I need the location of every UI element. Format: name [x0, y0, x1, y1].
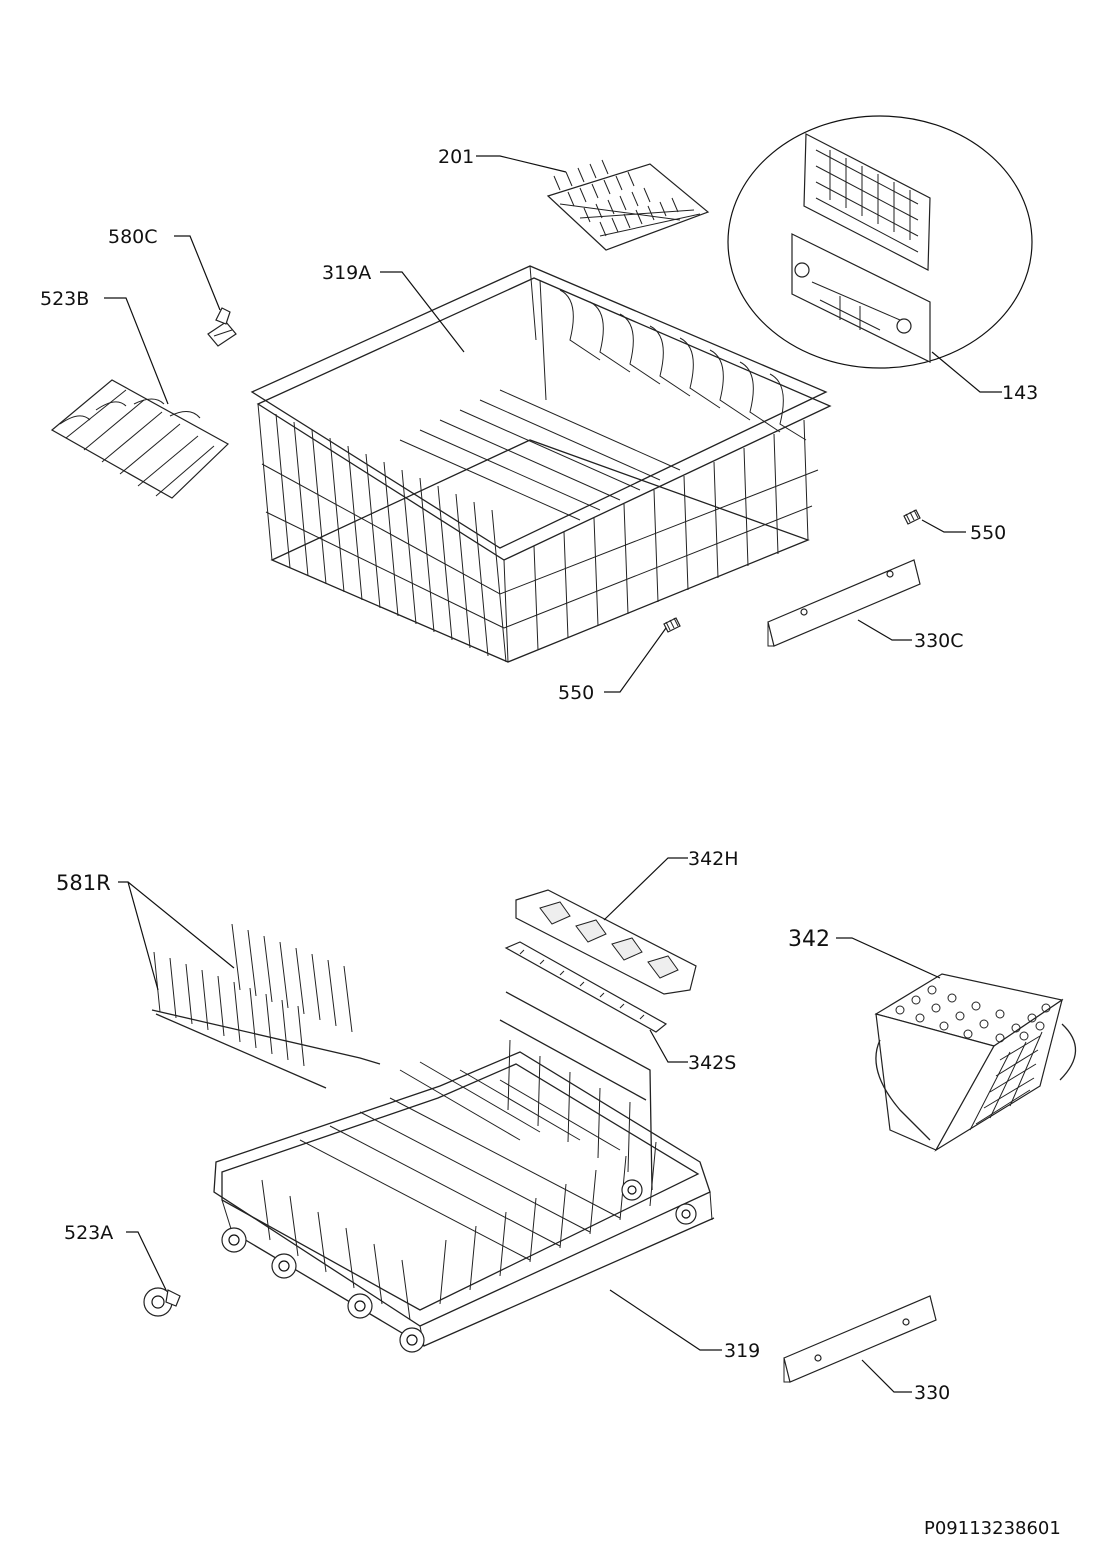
label-330: 330 — [914, 1382, 950, 1404]
diagram-code: P09113238601 — [924, 1518, 1061, 1539]
leader-lines — [104, 155, 1002, 1393]
part-523a-wheel — [143, 1287, 181, 1317]
label-330c: 330C — [914, 630, 964, 652]
label-550-left: 550 — [558, 682, 594, 704]
label-342s: 342S — [688, 1052, 736, 1074]
part-342s-strip — [504, 941, 668, 1033]
label-581r: 581R — [56, 871, 111, 895]
part-319-lower-basket — [213, 991, 715, 1347]
part-523b-cup-shelf — [50, 379, 230, 499]
label-580c: 580C — [108, 226, 158, 248]
part-330-rail — [783, 1295, 937, 1383]
part-550-spring-left — [663, 617, 681, 633]
part-143-inset — [727, 115, 1033, 369]
part-330c-rail — [767, 559, 921, 647]
label-201: 201 — [438, 146, 474, 168]
part-319a-upper-basket — [250, 265, 832, 663]
label-342h: 342H — [688, 848, 739, 870]
part-550-spring-right — [903, 509, 921, 525]
label-143: 143 — [1002, 382, 1038, 404]
part-342-cutlery-basket — [874, 973, 1077, 1152]
part-580c-clip — [207, 307, 237, 347]
part-581r-tine-rack — [151, 923, 381, 1089]
part-labels: 201 580C 523B 319A 143 550 550 330C 581R… — [40, 146, 1061, 1539]
label-342: 342 — [788, 927, 830, 952]
label-319: 319 — [724, 1340, 760, 1362]
wheel-set — [221, 1179, 697, 1353]
part-201-tine-insert — [546, 159, 710, 251]
label-523b: 523B — [40, 288, 89, 310]
label-523a: 523A — [64, 1222, 113, 1244]
label-319a: 319A — [322, 262, 371, 284]
part-342h-holder — [515, 889, 697, 995]
label-550-right: 550 — [970, 522, 1006, 544]
